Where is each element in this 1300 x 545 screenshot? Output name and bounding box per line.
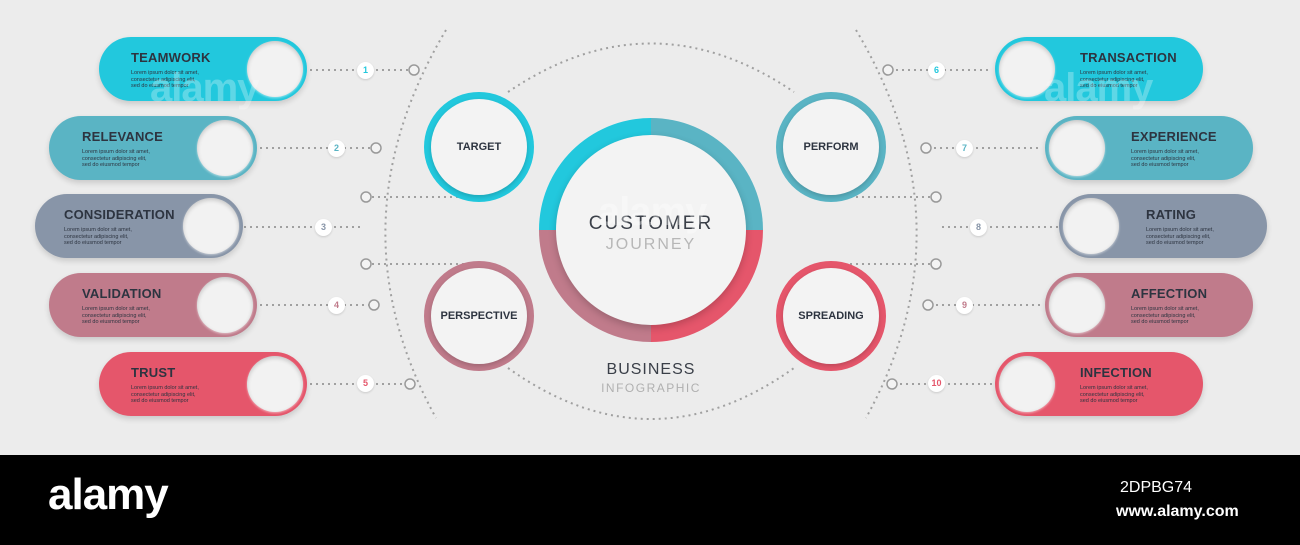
step-number-6: 6 — [928, 62, 945, 79]
pill-knob — [197, 277, 253, 333]
infographic-canvas: TEAMWORK Lorem ipsum dolor sit amet,cons… — [0, 0, 1300, 455]
right-pill-6[interactable]: TRANSACTION Lorem ipsum dolor sit amet,c… — [995, 37, 1203, 101]
center-disc — [556, 135, 746, 325]
pill-title: RELEVANCE — [82, 129, 164, 144]
pill-description: Lorem ipsum dolor sit amet,consectetur a… — [1131, 149, 1199, 168]
alamy-logo: alamy — [48, 470, 169, 519]
step-number-10: 10 — [928, 375, 945, 392]
bottom-arc — [507, 367, 795, 420]
image-id: 2DPBG74 — [1120, 479, 1193, 496]
pill-knob — [999, 41, 1055, 97]
site-url[interactable]: www.alamy.com — [1116, 503, 1239, 520]
pill-description: Lorem ipsum dolor sit amet,consectetur a… — [1080, 385, 1148, 404]
right-pill-10[interactable]: INFECTION Lorem ipsum dolor sit amet,con… — [995, 352, 1203, 416]
stage-label: PERSPECTIVE — [440, 310, 518, 322]
left-pill-4[interactable]: VALIDATION Lorem ipsum dolor sit amet,co… — [49, 273, 257, 337]
pill-title: EXPERIENCE — [1131, 129, 1217, 144]
pill-title: TEAMWORK — [131, 50, 211, 65]
stage-label: TARGET — [456, 141, 502, 153]
pill-description: Lorem ipsum dolor sit amet,consectetur a… — [82, 306, 150, 325]
right-pill-7[interactable]: EXPERIENCE Lorem ipsum dolor sit amet,co… — [1045, 116, 1253, 180]
pill-title: AFFECTION — [1131, 286, 1208, 301]
pill-description: Lorem ipsum dolor sit amet,consectetur a… — [1146, 227, 1214, 246]
pill-description: Lorem ipsum dolor sit amet,consectetur a… — [1131, 306, 1199, 325]
pill-description: Lorem ipsum dolor sit amet,consectetur a… — [131, 70, 199, 89]
pill-knob — [1063, 198, 1119, 254]
stage-label: PERFORM — [803, 141, 859, 153]
pill-description: Lorem ipsum dolor sit amet,consectetur a… — [1080, 70, 1148, 89]
watermark-logo: alamy — [150, 66, 259, 110]
pill-description: Lorem ipsum dolor sit amet,consectetur a… — [64, 227, 132, 246]
stock-banner — [0, 455, 1300, 545]
pill-description: Lorem ipsum dolor sit amet,consectetur a… — [131, 385, 199, 404]
pill-knob — [247, 356, 303, 412]
connector-nodes — [360, 64, 942, 390]
step-number-8: 8 — [970, 219, 987, 236]
center-title: CUSTOMER — [588, 213, 714, 234]
step-number-2: 2 — [328, 140, 345, 157]
step-number-7: 7 — [956, 140, 973, 157]
connector-lines — [244, 29, 1058, 420]
left-pill-1[interactable]: TEAMWORK Lorem ipsum dolor sit amet,cons… — [99, 37, 307, 101]
right-arc — [855, 29, 918, 419]
top-arc — [507, 42, 795, 93]
step-number-9: 9 — [956, 297, 973, 314]
caption-subtitle: INFOGRAPHIC — [601, 381, 701, 395]
caption-title: BUSINESS — [606, 361, 696, 378]
right-pill-9[interactable]: AFFECTION Lorem ipsum dolor sit amet,con… — [1045, 273, 1253, 337]
right-pill-8[interactable]: RATING Lorem ipsum dolor sit amet,consec… — [1059, 194, 1267, 258]
pill-knob — [197, 120, 253, 176]
pill-description: Lorem ipsum dolor sit amet,consectetur a… — [82, 149, 150, 168]
pill-knob — [183, 198, 239, 254]
pill-title: INFECTION — [1080, 365, 1152, 380]
stage-target[interactable]: TARGET — [424, 92, 534, 202]
pill-knob — [1049, 277, 1105, 333]
pill-knob — [999, 356, 1055, 412]
pill-title: CONSIDERATION — [64, 207, 175, 222]
pill-knob — [1049, 120, 1105, 176]
stage-spreading[interactable]: SPREADING — [776, 261, 886, 371]
step-number-1: 1 — [357, 62, 374, 79]
watermark-logo: alamy — [598, 190, 707, 234]
pill-title: TRANSACTION — [1080, 50, 1177, 65]
left-pill-3[interactable]: CONSIDERATION Lorem ipsum dolor sit amet… — [35, 194, 243, 258]
pill-knob — [247, 41, 303, 97]
step-number-3: 3 — [315, 219, 332, 236]
watermark-logo: alamy — [1044, 66, 1153, 110]
stage-perspective[interactable]: PERSPECTIVE — [424, 261, 534, 371]
pill-title: VALIDATION — [82, 286, 162, 301]
stage-label: SPREADING — [798, 310, 864, 322]
stage-perform[interactable]: PERFORM — [776, 92, 886, 202]
left-pill-2[interactable]: RELEVANCE Lorem ipsum dolor sit amet,con… — [49, 116, 257, 180]
step-number-4: 4 — [328, 297, 345, 314]
pill-title: TRUST — [131, 365, 176, 380]
step-number-5: 5 — [357, 375, 374, 392]
pill-title: RATING — [1146, 207, 1197, 222]
left-arc — [384, 29, 447, 419]
left-pill-5[interactable]: TRUST Lorem ipsum dolor sit amet,consect… — [99, 352, 307, 416]
center-subtitle: JOURNEY — [605, 236, 697, 253]
